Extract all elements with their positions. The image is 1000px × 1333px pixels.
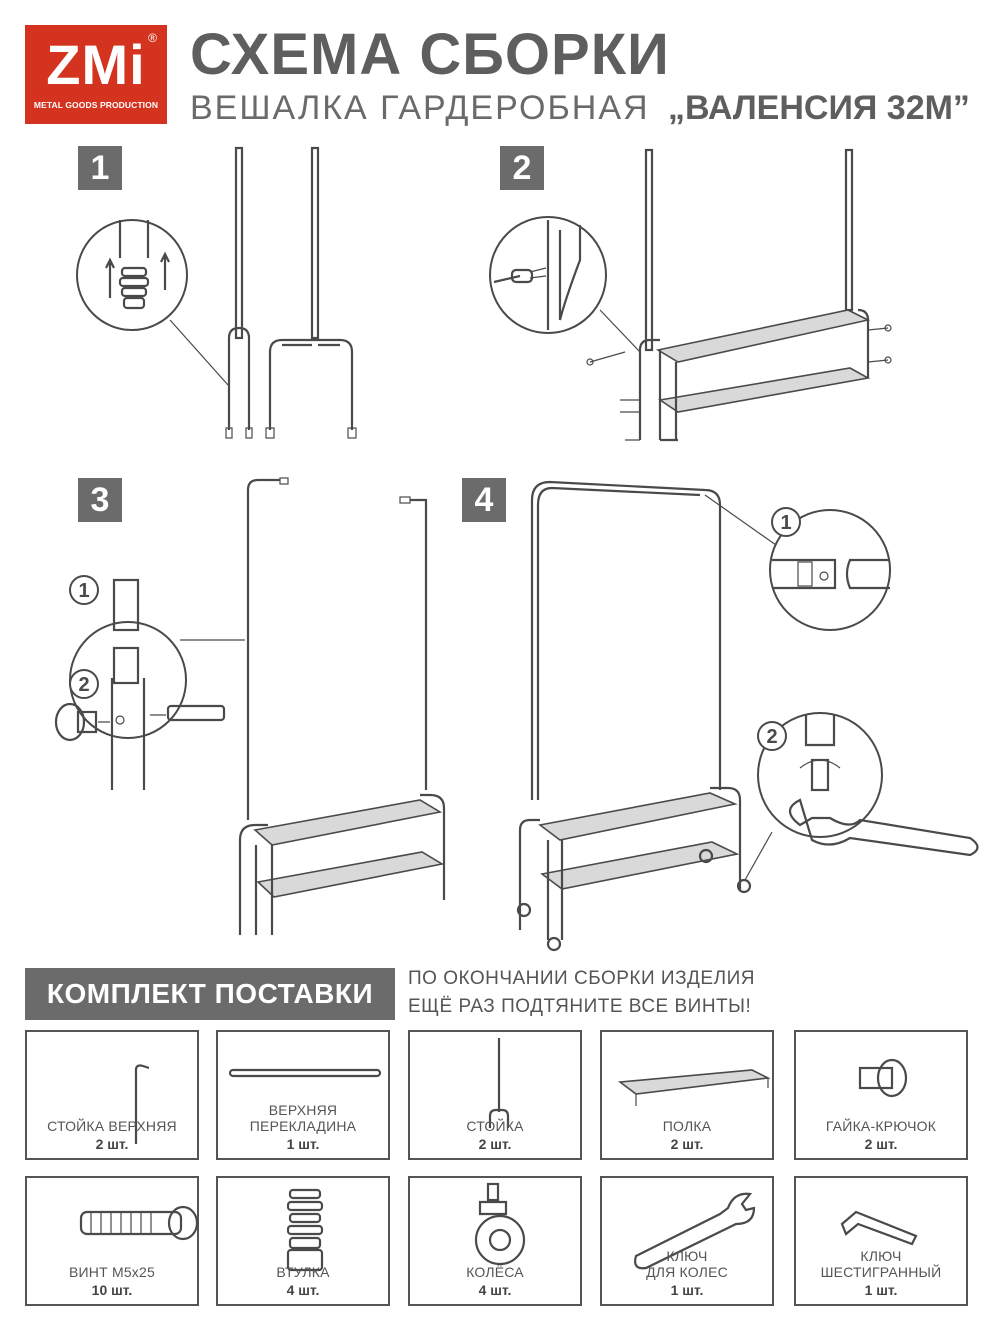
post-joint-detail <box>54 578 226 790</box>
hex-key-icon <box>840 1210 918 1246</box>
step-1-badge: 1 <box>78 146 122 190</box>
step-2-diagram <box>489 148 892 442</box>
step-3-callout-1: 1 <box>69 575 99 605</box>
kit-item-label: ВИНТ М5х25 <box>69 1264 155 1280</box>
step-4-callout-1: 1 <box>771 507 801 537</box>
kit-item-label: ВТУЛКА <box>276 1264 330 1280</box>
step-4-diagram: 1 2 <box>516 480 979 952</box>
screw-insert-detail <box>493 220 582 330</box>
kit-item-screw: ВИНТ М5х25 10 шт. <box>25 1176 199 1306</box>
post-icon <box>488 1038 510 1128</box>
bushing-detail <box>105 220 170 310</box>
kit-item-quantity: 4 шт. <box>478 1282 512 1298</box>
top-crossbar-icon <box>228 1068 382 1078</box>
model-name: „ВАЛЕНСИЯ 32М” <box>668 89 970 127</box>
kit-item-quantity: 1 шт. <box>864 1282 898 1298</box>
step-3-diagram: 1 2 <box>54 477 446 935</box>
svg-text:1: 1 <box>780 512 791 534</box>
logo-subtext: METAL GOODS PRODUCTION <box>33 100 159 110</box>
step-4-detail-circle-2 <box>757 712 883 838</box>
kit-item-label: ПОЛКА <box>662 1118 712 1134</box>
wrench-icon <box>634 1192 756 1270</box>
kit-item-caster-wheel: КОЛЁСА 4 шт. <box>408 1176 582 1306</box>
step-3-frame <box>238 477 446 935</box>
wheel-tightening-detail <box>788 715 979 857</box>
kit-item-upper-post: СТОЙКА ВЕРХНЯЯ 2 шт. <box>25 1030 199 1160</box>
step-1-diagram <box>76 146 357 439</box>
kit-item-quantity: 1 шт. <box>670 1282 704 1298</box>
tightening-note-line-2: ЕЩЁ РАЗ ПОДТЯНИТЕ ВСЕ ВИНТЫ! <box>408 996 752 1017</box>
step-3-badge: 3 <box>78 478 122 522</box>
step-3-callout-2: 2 <box>69 669 99 699</box>
kit-item-post: СТОЙКА 2 шт. <box>408 1030 582 1160</box>
step-4-frame <box>516 480 752 952</box>
kit-item-quantity: 2 шт. <box>670 1136 704 1152</box>
kit-item-shelf: ПОЛКА 2 шт. <box>600 1030 774 1160</box>
kit-item-label: СТОЙКА <box>466 1118 524 1134</box>
hook-nut-icon <box>858 1058 908 1098</box>
kit-item-label: ГАЙКА-КРЮЧОК <box>825 1118 937 1134</box>
kit-item-label: СТОЙКА ВЕРХНЯЯ <box>47 1118 177 1134</box>
crossbar-joint-detail <box>772 558 890 590</box>
kit-item-quantity: 4 шт. <box>286 1282 320 1298</box>
shelf-icon <box>617 1069 771 1106</box>
kit-item-quantity: 2 шт. <box>95 1136 129 1152</box>
step-2-frame <box>638 148 871 442</box>
step-4-detail-circle-1 <box>769 509 891 631</box>
step-4-callout-2: 2 <box>757 721 787 751</box>
kit-item-quantity: 10 шт. <box>91 1282 133 1298</box>
page-title: СХЕМА СБОРКИ <box>190 22 670 87</box>
caster-wheel-icon <box>474 1182 526 1266</box>
tightening-note-line-1: ПО ОКОНЧАНИИ СБОРКИ ИЗДЕЛИЯ <box>408 968 755 989</box>
step-1-right-post <box>265 146 357 439</box>
upper-post-icon <box>134 1064 150 1144</box>
svg-text:2: 2 <box>78 674 89 696</box>
brand-logo: ZMi ® METAL GOODS PRODUCTION <box>25 25 167 124</box>
kit-section-title: КОМПЛЕКТ ПОСТАВКИ <box>25 968 395 1020</box>
kit-item-quantity: 2 шт. <box>478 1136 512 1152</box>
screw-icon <box>79 1205 199 1241</box>
step-4-badge: 4 <box>462 478 506 522</box>
page-subtitle: ВЕШАЛКА ГАРДЕРОБНАЯ <box>190 89 650 127</box>
step-2-screws <box>586 324 892 441</box>
logo-text: ZMi <box>46 33 146 96</box>
kit-item-quantity: 1 шт. <box>286 1136 320 1152</box>
svg-text:2: 2 <box>766 726 777 748</box>
step-1-left-post <box>225 146 253 439</box>
svg-text:1: 1 <box>78 580 89 602</box>
step-2-badge: 2 <box>500 146 544 190</box>
bushing-icon <box>286 1188 324 1272</box>
kit-item-quantity: 2 шт. <box>864 1136 898 1152</box>
kit-item-bushing: ВТУЛКА 4 шт. <box>216 1176 390 1306</box>
kit-item-hook-nut: ГАЙКА-КРЮЧОК 2 шт. <box>794 1030 968 1160</box>
logo-registered-mark: ® <box>148 31 157 45</box>
kit-item-label: КОЛЁСА <box>466 1264 524 1280</box>
